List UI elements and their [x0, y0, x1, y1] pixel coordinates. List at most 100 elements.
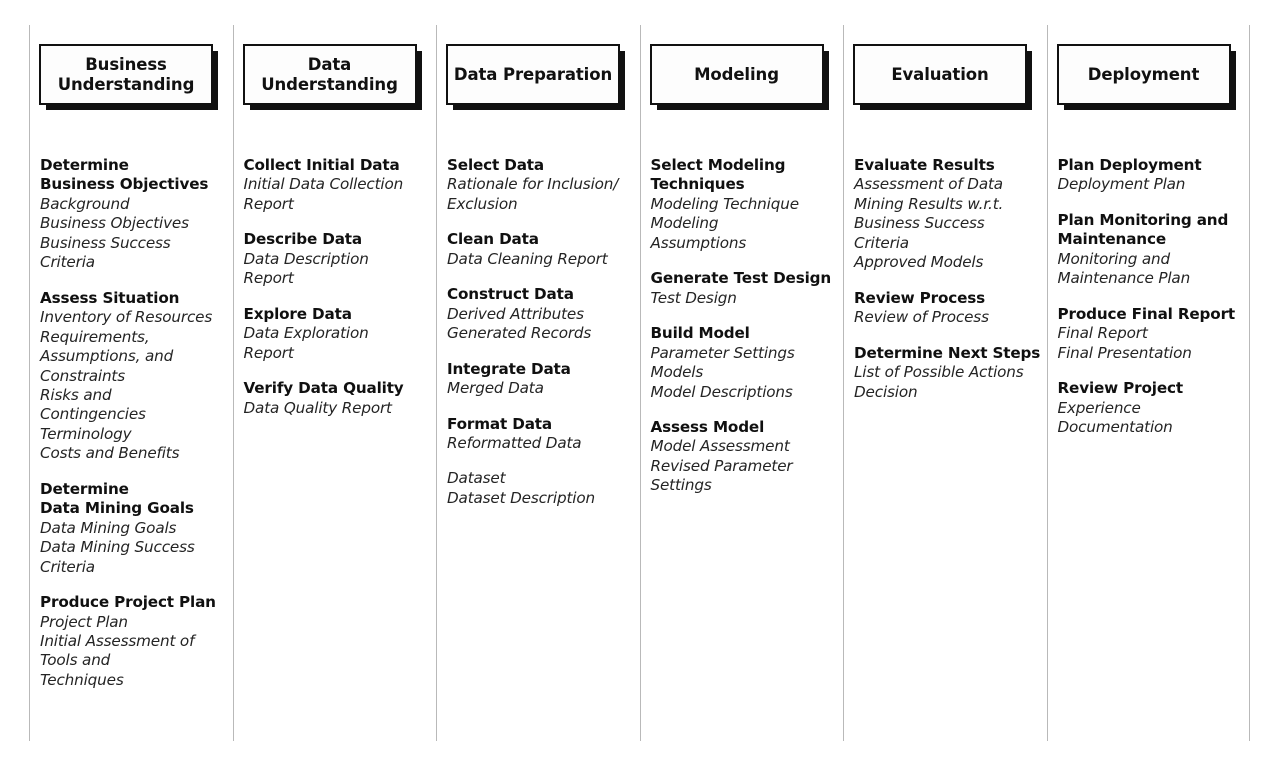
generic-task-name: Assess Situation	[40, 288, 180, 307]
task-output: Data Mining Goals	[40, 518, 177, 537]
task-output: Model Assessment	[650, 437, 790, 456]
task-output: Risks and Contingencies	[40, 385, 146, 424]
phase-header-box: Deployment	[1056, 44, 1231, 105]
task-output: Deployment Plan	[1057, 175, 1186, 194]
generic-task-name: Format Data	[447, 414, 553, 433]
task-output: Data Mining Success Criteria	[40, 538, 195, 576]
task-output: Models	[650, 363, 704, 382]
task-output: Revised Parameter Settings	[650, 456, 793, 495]
generic-task-name: Plan Deployment	[1057, 156, 1202, 174]
generic-task-name: Select Data	[447, 156, 545, 174]
task-output: Generated Records	[447, 324, 592, 343]
generic-task-name: Explore Data	[243, 304, 352, 323]
task-output: Parameter Settings	[650, 343, 795, 362]
phase-header-box: Data Preparation	[446, 44, 620, 105]
generic-task-name: Generate Test Design	[650, 269, 832, 288]
generic-task-name: Determine Business Objectives	[40, 156, 209, 194]
generic-task-name: Review Project	[1057, 379, 1184, 398]
generic-task-name: Construct Data	[447, 285, 574, 304]
phase-header-deployment: Deployment	[1048, 38, 1250, 124]
generic-task-name: Produce Final Report	[1057, 304, 1236, 323]
task-output: Test Design	[650, 288, 737, 307]
phase-header-label: Data Understanding	[261, 55, 398, 94]
task-output: Data Cleaning Report	[447, 249, 608, 268]
phase-header-box: Data Understanding	[242, 44, 417, 105]
phase-header-business-understanding: Business Understanding	[30, 38, 233, 124]
generic-task-name: Review Process	[854, 288, 986, 307]
task-output: List of Possible Actions	[854, 363, 1024, 382]
task-output: Modeling Assumptions	[650, 214, 747, 252]
task-output: Derived Attributes	[447, 304, 584, 323]
task-output: Decision	[854, 382, 918, 401]
generic-task-name: Select Modeling Techniques	[650, 156, 786, 194]
generic-task-name: Produce Project Plan	[40, 593, 216, 612]
generic-task-name: Assess Model	[650, 417, 765, 436]
task-output: Final Presentation	[1057, 343, 1192, 362]
task-output: Assessment of Data Mining Results w.r.t.…	[854, 175, 1004, 252]
phase-header-label: Evaluation	[891, 64, 989, 84]
task-output: Terminology	[40, 424, 132, 443]
task-output: Experience Documentation	[1057, 398, 1173, 436]
phase-header-box: Business Understanding	[39, 44, 213, 105]
generic-task-name: Collect Initial Data	[243, 156, 400, 174]
phase-header-label: Modeling	[694, 64, 779, 84]
task-output: Initial Data Collection Report	[243, 175, 404, 213]
generic-task-name: Verify Data Quality	[243, 379, 404, 398]
task-output: Review of Process	[854, 308, 989, 327]
task-output: Business Objectives	[40, 214, 189, 233]
task-output: Initial Assessment of Tools and Techniqu…	[40, 631, 195, 689]
task-output: Data Quality Report	[243, 398, 393, 417]
task-output: Modeling Technique	[650, 194, 800, 213]
phase-header-data-preparation: Data Preparation	[437, 38, 640, 124]
task-output: Background	[40, 194, 130, 213]
generic-task-name: Evaluate Results	[854, 156, 995, 174]
task-output: Inventory of Resources	[40, 308, 213, 327]
phase-header-modeling: Modeling	[641, 38, 844, 124]
task-output: Requirements, Assumptions, and Constrain…	[40, 327, 174, 385]
task-output: Costs and Benefits	[40, 444, 180, 463]
generic-task-name: Determine Next Steps	[854, 343, 1041, 362]
phase-header-box: Evaluation	[853, 44, 1027, 105]
task-output: Business Success Criteria	[40, 233, 171, 272]
task-output: Merged Data	[447, 379, 544, 398]
task-output: Final Report	[1057, 324, 1148, 343]
task-output: Data Description Report	[243, 249, 369, 288]
generic-task-name: Build Model	[650, 324, 750, 343]
phase-header-evaluation: Evaluation	[844, 38, 1047, 124]
generic-task-name: Determine Data Mining Goals	[40, 479, 194, 518]
phase-header-label: Business Understanding	[57, 55, 195, 94]
generic-task-name: Clean Data	[447, 230, 539, 249]
task-output: Reformatted Data	[447, 433, 582, 452]
generic-task-name: Integrate Data	[447, 359, 571, 378]
